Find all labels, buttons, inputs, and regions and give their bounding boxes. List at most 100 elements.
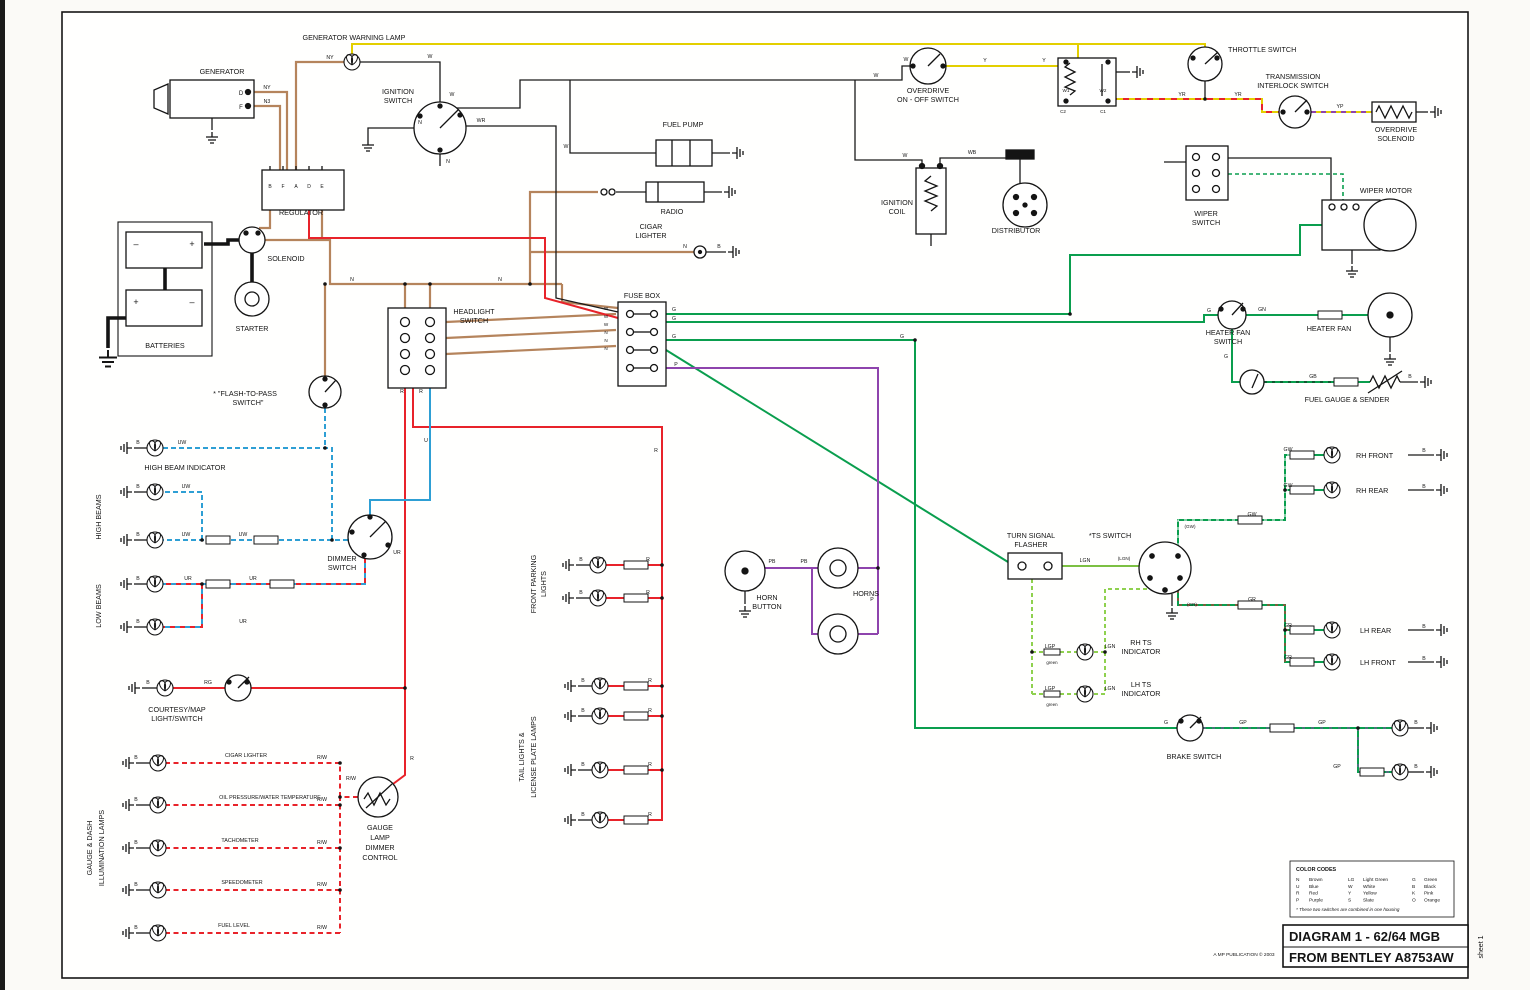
- connector-rh-rear: [1289, 485, 1315, 495]
- wl-r-hl2: R: [419, 389, 423, 395]
- generator-warning-lamp-label: GENERATOR WARNING LAMP: [303, 33, 406, 42]
- tail-lights-label-1: TAIL LIGHTS &: [517, 732, 526, 781]
- front-parking-lamp-2: [589, 589, 607, 607]
- light-green-wires: [1031, 579, 1147, 695]
- headlight-switch-label-2: SWITCH: [460, 316, 488, 325]
- wl-ur-1: UR: [184, 576, 192, 582]
- wl-reg-a: A: [294, 184, 298, 190]
- brake-switch-label: BRAKE SWITCH: [1167, 752, 1222, 761]
- overdrive-solenoid: [1371, 101, 1417, 123]
- fuel-level-illumination-lamp: [149, 924, 167, 942]
- license-plate-lamp-1: [591, 761, 609, 779]
- wl-p-horns: P: [870, 597, 874, 603]
- rh-front-label: RH FRONT: [1356, 451, 1394, 460]
- wl-fuse-n3: N: [604, 346, 607, 351]
- high-beams-label: HIGH BEAMS: [94, 494, 103, 539]
- legend-code-K: K: [1412, 891, 1416, 897]
- connector-rh-front: [1289, 450, 1315, 460]
- generator: [153, 79, 255, 119]
- heater-fan-switch-label-1: HEATER FAN: [1206, 328, 1251, 337]
- title-block: DIAGRAM 1 - 62/64 MGB FROM BENTLEY A8753…: [1282, 924, 1469, 968]
- wire-wiper-2: [1228, 173, 1344, 204]
- overdrive-relay: [1057, 57, 1117, 107]
- overdrive-solenoid-label-1: OVERDRIVE: [1375, 125, 1418, 134]
- wiper-switch-label-2: SWITCH: [1192, 218, 1220, 227]
- throttle-switch-label: THROTTLE SWITCH: [1228, 45, 1296, 54]
- solenoid: [238, 226, 266, 254]
- wire-green-flasher: [665, 349, 1009, 563]
- low-beam-lamp-1: [146, 575, 164, 593]
- low-beams-label: LOW BEAMS: [94, 584, 103, 628]
- connector-heater-fan: [1317, 310, 1343, 320]
- lh-ts-indicator-lamp: [1076, 685, 1094, 703]
- lh-rear-turn-lamp: [1323, 621, 1341, 639]
- wire-tan-fuse-1: [445, 312, 617, 324]
- condenser: [1005, 149, 1035, 160]
- wire-ignition-ground: [367, 127, 414, 140]
- turn-signal-flasher-label-2: FLASHER: [1014, 540, 1047, 549]
- tail-lights-label-2: LICENSE PLATE LAMPS: [529, 716, 538, 798]
- gauge-lamp-dimmer-label-1: GAUGE: [367, 823, 393, 832]
- wire-tan-warnlamp: [294, 60, 344, 170]
- brake-lamp-2: [1391, 763, 1409, 781]
- purple-wires: [666, 367, 879, 635]
- legend-name-slate: Slate: [1363, 897, 1374, 903]
- gauge-lamp-speedometer-label: SPEEDOMETER: [221, 880, 262, 886]
- green-wires: [665, 224, 1392, 773]
- wl-y-1: Y: [983, 58, 987, 64]
- gauge-lamp-tachometer-label: TACHOMETER: [221, 838, 258, 844]
- wl-reg-b: B: [268, 184, 272, 190]
- legend-name-blue: Blue: [1309, 884, 1319, 890]
- battery-pos-2: +: [133, 297, 138, 307]
- wiper-switch-label-1: WIPER: [1194, 209, 1218, 218]
- ignition-switch-label-1: IGNITION: [382, 87, 414, 96]
- wl-r-tail3: R: [648, 762, 652, 768]
- wl-ur-2: UR: [249, 576, 257, 582]
- wl-generator-d: D: [239, 91, 244, 97]
- overdrive-solenoid-label-2: SOLENOID: [1377, 134, 1414, 143]
- wire-tan-gen-d: [250, 90, 289, 170]
- wl-b-hb2: B: [136, 532, 140, 538]
- wl-generator-f: F: [239, 105, 243, 111]
- wl-g-brake: G: [1164, 720, 1168, 726]
- gauge-lamp-fuel-level-label: FUEL LEVEL: [218, 923, 250, 929]
- wl-pb-2: PB: [801, 559, 808, 565]
- wl-b-tail1: B: [581, 678, 585, 684]
- wl-b-hbi: B: [136, 440, 140, 446]
- distributor-label: DISTRIBUTOR: [992, 226, 1041, 235]
- courtesy-map-lamp: [156, 679, 174, 697]
- connector-tail-2: [623, 711, 649, 721]
- wl-yp: YP: [1337, 104, 1344, 110]
- gauge-dash-illumination-label-1: GAUGE & DASH: [85, 821, 94, 876]
- title-block-box: [1282, 924, 1469, 968]
- rh-front-turn-lamp: [1323, 446, 1341, 464]
- ignition-coil-label-1: IGNITION: [881, 198, 913, 207]
- wl-gw-ts: (GW): [1185, 524, 1196, 529]
- wl-b-sender: B: [1408, 374, 1412, 380]
- wl-b-brake1: B: [1414, 720, 1418, 726]
- legend-name-green: Green: [1424, 877, 1438, 883]
- rh-ts-indicator-label-1: RH TS: [1130, 638, 1152, 647]
- wl-b-courtesy: B: [146, 680, 150, 686]
- wl-rw-2: R/W: [317, 797, 327, 803]
- generator-label: GENERATOR: [200, 67, 245, 76]
- transmission-interlock-switch: [1278, 95, 1312, 129]
- wl-r-main: R: [654, 448, 658, 454]
- wire-red-gaugedimmer: [392, 385, 406, 785]
- wl-w-coil: W: [903, 153, 908, 159]
- wl-gn-heater: GN: [1258, 307, 1266, 313]
- legend-code-B: B: [1412, 884, 1415, 890]
- wl-g-fuelgauge: G: [1224, 354, 1228, 360]
- overdrive-on-off-switch: [909, 47, 947, 85]
- overdrive-switch-label-1: OVERDRIVE: [907, 86, 950, 95]
- wl-p-fuse: P: [674, 362, 678, 368]
- wl-rw-1: R/W: [317, 755, 327, 761]
- wl-relay-c2: C2: [1060, 109, 1066, 114]
- wl-n-main-2: N: [498, 277, 502, 283]
- wl-relay-c1: C1: [1100, 109, 1106, 114]
- wl-g-heater: G: [1207, 308, 1211, 314]
- wl-g-fuse-2: G: [672, 316, 676, 322]
- title-block-line2: FROM BENTLEY A8753AW: [1289, 950, 1454, 965]
- wl-gr-2: GR: [1284, 623, 1292, 629]
